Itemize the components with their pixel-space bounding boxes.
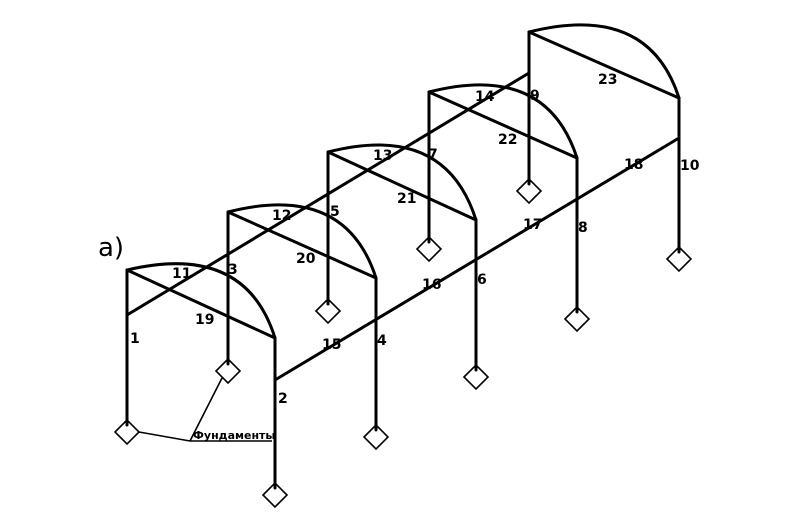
foundation-leader-lines [138,377,272,442]
member-label-23: 23 [598,72,617,88]
foundation-pad [462,363,490,391]
member-label-18: 18 [624,157,643,173]
foundation-pad [665,245,693,273]
foundation-pad [415,235,443,263]
member-label-13: 13 [373,148,392,164]
frame-5 [527,23,681,254]
arch-3 [326,143,478,222]
frame-3 [326,143,478,372]
member-label-14: 14 [475,89,495,105]
leader-line [138,431,191,442]
member-label-17: 17 [523,217,542,233]
frame-1 [125,262,277,490]
member-label-16: 16 [422,277,441,293]
member-20 [226,210,378,280]
member-label-8: 8 [578,220,588,236]
foundation-pad [314,297,342,325]
frame-2 [226,203,378,432]
member-label-20: 20 [296,251,316,267]
member-label-3: 3 [228,262,238,278]
longitudinal-top-beam [125,71,531,317]
foundation-pad [261,481,289,509]
member-label-7: 7 [428,147,438,163]
foundations [113,177,693,509]
member-label-11: 11 [172,266,191,282]
figure-label: а) [98,233,124,263]
longitudinal-side-beam [273,136,681,382]
arch-4 [427,83,579,160]
arch-5 [527,23,681,100]
foundation-pad [563,305,591,333]
member-23 [527,30,681,100]
member-label-12: 12 [272,208,291,224]
member-label-6: 6 [477,272,487,288]
member-19 [125,268,277,340]
member-22 [427,90,579,160]
foundation-caption: Фундаменты [193,429,275,442]
member-label-9: 9 [530,88,540,104]
frame-4 [427,83,579,314]
member-label-1: 1 [130,331,140,347]
arch-2 [226,203,378,280]
member-label-21: 21 [397,191,416,207]
foundation-pad [362,423,390,451]
leader-line [189,377,223,442]
foundation-pad [214,357,242,385]
member-label-19: 19 [195,312,214,328]
member-21 [326,150,478,222]
foundation-pad [515,177,543,205]
member-label-5: 5 [330,204,340,220]
member-label-4: 4 [377,333,387,349]
arch-1 [125,262,277,340]
member-label-2: 2 [278,391,288,407]
member-label-22: 22 [498,132,517,148]
member-label-10: 10 [680,158,700,174]
member-label-15: 15 [322,337,341,353]
